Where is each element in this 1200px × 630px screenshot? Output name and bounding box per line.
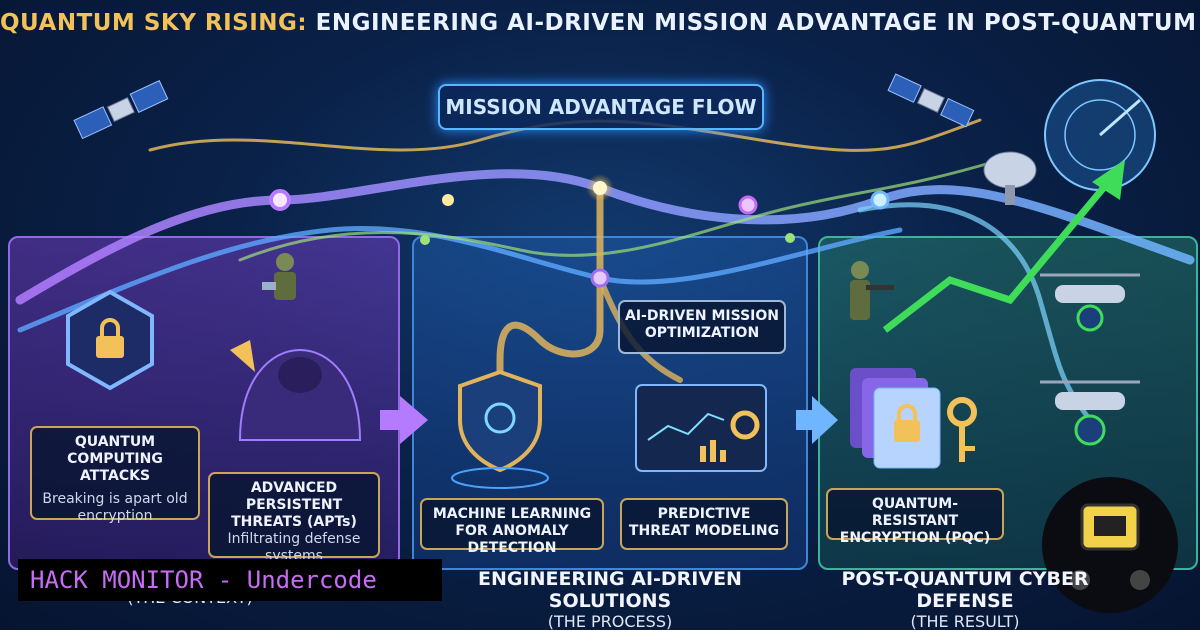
process-section-subtitle: (THE PROCESS)	[547, 612, 673, 630]
apt-title: ADVANCED PERSISTENT THREATS (APTs)	[231, 480, 357, 530]
ml-anomaly-box: MACHINE LEARNING FOR ANOMALY DETECTION	[420, 498, 604, 556]
quantum-attacks-title: QUANTUM COMPUTING ATTACKS	[67, 434, 163, 484]
page-title: QUANTUM SKY RISING: ENGINEERING AI-DRIVE…	[0, 10, 1200, 36]
robot-mascot-icon	[1042, 477, 1178, 613]
pqc-title: QUANTUM-RESISTANT ENCRYPTION (PQC)	[839, 496, 991, 546]
result-section-label: POST-QUANTUM CYBER DEFENSE (THE RESULT)	[820, 568, 1110, 630]
soldier-icon	[262, 253, 296, 300]
satellite-icon	[73, 79, 169, 140]
predictive-threat-title: PREDICTIVE THREAT MODELING	[628, 506, 780, 539]
flow-title: MISSION ADVANTAGE FLOW	[438, 84, 764, 130]
result-section-subtitle: (THE RESULT)	[910, 612, 1020, 630]
pqc-box: QUANTUM-RESISTANT ENCRYPTION (PQC)	[826, 488, 1004, 546]
result-section-title: POST-QUANTUM CYBER DEFENSE	[841, 568, 1089, 612]
quantum-attacks-subtitle: Breaking is apart old encryption	[42, 491, 188, 524]
ai-optimization-title: AI-DRIVEN MISSION OPTIMIZATION	[625, 308, 779, 341]
shield-brain-icon	[451, 369, 549, 489]
quantum-attacks-box: QUANTUM COMPUTING ATTACKS Breaking is ap…	[30, 426, 200, 524]
title-accent: QUANTUM SKY RISING:	[0, 10, 308, 36]
flow-arrow	[796, 396, 838, 444]
key-icon	[947, 397, 977, 462]
flow-arrow	[380, 396, 428, 444]
network-nodes	[269, 174, 890, 288]
lock-shield-icon	[66, 289, 154, 391]
folder-lock-icon	[850, 368, 941, 469]
satellite-dish-icon	[983, 151, 1037, 205]
dashboard-icon	[635, 384, 767, 472]
radar-icon	[1044, 79, 1156, 191]
satellite-icon	[887, 73, 975, 128]
soldier-icon	[850, 261, 894, 320]
hacker-icon	[230, 340, 362, 441]
ml-anomaly-title: MACHINE LEARNING FOR ANOMALY DETECTION	[432, 506, 592, 556]
trend-arrow-icon	[882, 160, 1125, 333]
title-rest: ENGINEERING AI-DRIVEN MISSION ADVANTAGE …	[315, 10, 1200, 36]
process-section-title: ENGINEERING AI-DRIVEN SOLUTIONS	[478, 568, 742, 612]
drone-icon	[1040, 273, 1140, 332]
watermark-banner: HACK MONITOR - Undercode	[18, 559, 442, 601]
ai-optimization-callout: AI-DRIVEN MISSION OPTIMIZATION	[618, 300, 786, 354]
drone-icon	[1040, 380, 1140, 446]
process-section-label: ENGINEERING AI-DRIVEN SOLUTIONS (THE PRO…	[420, 568, 800, 630]
predictive-threat-box: PREDICTIVE THREAT MODELING	[620, 498, 788, 550]
apt-box: ADVANCED PERSISTENT THREATS (APTs) Infil…	[208, 472, 380, 564]
